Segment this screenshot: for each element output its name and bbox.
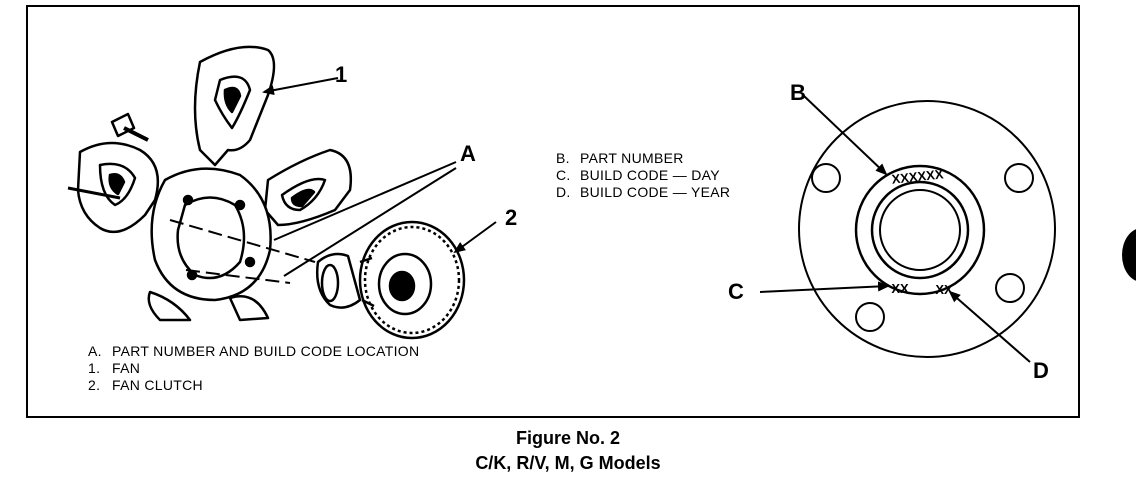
callout-a-leader	[273, 161, 457, 241]
legend-item-d: D.BUILD CODE — YEAR	[556, 184, 731, 200]
callout-d-leader	[948, 290, 1031, 363]
legend-item-b: B.PART NUMBER	[556, 150, 684, 166]
figure-caption-title: Figure No. 2	[515, 428, 620, 448]
legend-item-1: 1.FAN	[88, 360, 141, 376]
legend-item-2: 2.FAN CLUTCH	[88, 377, 203, 393]
fan-illustration	[76, 45, 466, 340]
hub-year-code-marking: XX	[935, 282, 953, 297]
callout-d: D	[1033, 358, 1049, 383]
figure-caption-models: C/K, R/V, M, G Models	[475, 453, 661, 473]
callout-c-leader	[759, 281, 890, 293]
callout-c: C	[728, 279, 744, 304]
left-legend: A.PART NUMBER AND BUILD CODE LOCATION 1.…	[88, 343, 419, 394]
callout-1-leader	[262, 77, 339, 96]
callout-2: 2	[505, 205, 518, 230]
legend-item-c: C.BUILD CODE — DAY	[556, 167, 720, 183]
clutch-hub-illustration	[798, 100, 1056, 358]
right-legend: B.PART NUMBER C.BUILD CODE — DAY D.BUILD…	[556, 150, 730, 201]
callout-1: 1	[335, 62, 348, 87]
hub-part-number-marking: XXXXXX	[891, 166, 945, 186]
hub-day-code-marking: XX	[891, 281, 909, 296]
page-edge-tab	[1122, 228, 1136, 282]
legend-item-a: A.PART NUMBER AND BUILD CODE LOCATION	[88, 343, 420, 359]
figure-frame	[26, 5, 1080, 418]
callout-a: A	[460, 141, 476, 166]
callout-2-leader	[453, 221, 497, 254]
callout-b: B	[790, 80, 806, 105]
callout-b-leader	[803, 95, 888, 176]
